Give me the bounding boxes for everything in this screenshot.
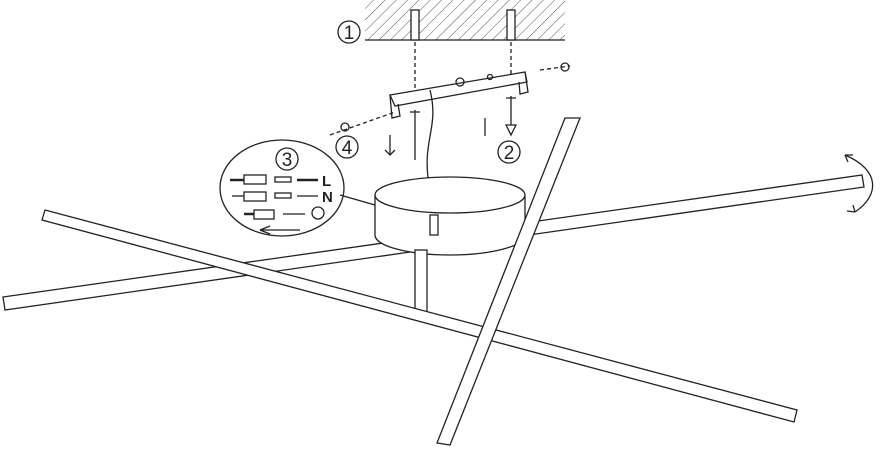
rotate-arrow-icon <box>844 154 874 213</box>
step-3-label: 3 <box>282 150 293 171</box>
arrow-left-icon <box>259 225 300 235</box>
power-wire <box>426 89 434 191</box>
step-circle <box>337 20 361 44</box>
step-circle <box>275 147 299 171</box>
light-bar <box>436 117 581 446</box>
ground-symbol-icon <box>311 206 325 220</box>
step-circle <box>335 135 359 159</box>
live-label: L <box>322 173 331 190</box>
wall-plug-icon <box>410 9 516 95</box>
wiring-inset <box>219 139 376 237</box>
canopy <box>374 176 526 316</box>
step-4-label: 4 <box>342 138 353 159</box>
step-1-label: 1 <box>344 23 355 44</box>
step-2-label: 2 <box>504 143 515 164</box>
step-circle <box>497 140 521 164</box>
screw-icon <box>329 62 571 160</box>
mounting-bracket <box>389 71 529 119</box>
light-bar <box>41 209 798 423</box>
neutral-label: N <box>322 189 333 206</box>
arrowhead <box>844 154 856 213</box>
ceiling <box>365 0 565 41</box>
